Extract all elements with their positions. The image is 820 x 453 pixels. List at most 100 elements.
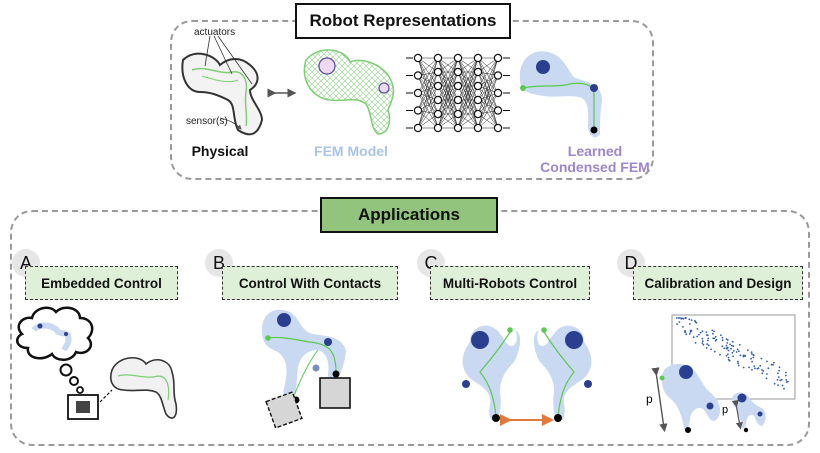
multi-robot-left-drawing	[462, 325, 521, 422]
nn-node	[473, 109, 483, 119]
scatter-point	[751, 360, 753, 363]
scatter-point	[721, 339, 724, 342]
nn-node	[453, 81, 463, 91]
nn-node	[433, 81, 443, 91]
scatter-point	[701, 340, 704, 343]
nn-node	[453, 67, 463, 77]
scatter-point	[773, 382, 776, 385]
nn-node	[453, 109, 463, 119]
robot-representations-title: Robot Representations	[295, 3, 511, 39]
scatter-point	[737, 364, 740, 367]
scatter-point	[737, 362, 739, 365]
scatter-point	[702, 343, 705, 346]
nn-node	[473, 67, 483, 77]
scatter-point	[783, 387, 785, 390]
scatter-point	[766, 373, 768, 375]
learned-label-line1: Learned	[567, 143, 623, 159]
scatter-point	[694, 320, 696, 322]
scatter-point	[713, 350, 716, 353]
scatter-point	[785, 381, 788, 383]
scatter-point	[748, 366, 750, 369]
scatter-point	[685, 317, 687, 319]
scatter-point	[761, 372, 764, 375]
scatter-point	[678, 321, 681, 323]
scatter-point	[712, 332, 714, 335]
scatter-point	[681, 317, 683, 320]
physical-robot-drawing	[181, 35, 264, 136]
embedded-physical-robot-drawing	[109, 357, 178, 419]
scatter-point	[676, 323, 678, 325]
scatter-point	[690, 329, 693, 332]
scatter-point	[725, 338, 728, 340]
scatter-point	[706, 343, 708, 345]
nn-node	[433, 123, 443, 133]
fem-model-drawing	[303, 49, 395, 135]
scatter-point	[781, 384, 784, 387]
scatter-point	[732, 345, 735, 347]
design-robot-large-drawing	[651, 364, 721, 433]
scatter-point	[752, 354, 755, 357]
scatter-point	[746, 349, 749, 352]
scatter-point	[732, 355, 735, 358]
scatter-point	[732, 350, 735, 352]
scatter-point	[711, 329, 714, 332]
scatter-point	[707, 337, 710, 340]
scatter-point	[770, 363, 773, 366]
app-c-label: Multi-Robots Control	[430, 266, 590, 300]
nn-node	[413, 88, 423, 98]
scatter-point	[761, 369, 763, 371]
scatter-point	[685, 333, 688, 336]
scatter-point	[729, 343, 731, 346]
nn-node	[493, 123, 503, 133]
neural-network-icon	[406, 53, 510, 133]
scatter-point	[731, 340, 734, 343]
nn-node	[413, 71, 423, 80]
scatter-point	[727, 353, 729, 356]
scatter-point	[714, 339, 717, 342]
scatter-point	[762, 370, 765, 372]
scatter-point	[751, 368, 753, 371]
scatter-point	[784, 374, 787, 377]
nn-node	[413, 106, 423, 115]
scatter-point	[699, 331, 702, 334]
thought-bubble	[15, 306, 94, 394]
scatter-point	[778, 366, 781, 369]
nn-node	[493, 53, 503, 63]
scatter-point	[742, 355, 745, 358]
scatter-point	[692, 336, 695, 339]
scatter-point	[725, 354, 728, 357]
scatter-point	[776, 378, 779, 381]
scatter-point	[688, 333, 691, 335]
scatter-point	[723, 347, 726, 350]
param-label-small: p	[722, 404, 729, 416]
scatter-point	[725, 344, 728, 347]
scatter-point	[689, 323, 691, 325]
scatter-point	[725, 347, 728, 350]
scatter-point	[721, 345, 724, 348]
scatter-point	[773, 361, 775, 364]
scatter-point	[765, 377, 768, 380]
scatter-point	[785, 379, 788, 381]
calibration-scatter-plot	[671, 314, 796, 400]
sensors-label: sensor(s)	[186, 116, 228, 127]
scatter-point	[731, 351, 734, 354]
scatter-point	[736, 348, 739, 351]
nn-node	[473, 53, 483, 63]
scatter-point	[778, 369, 780, 372]
scatter-point	[713, 337, 716, 340]
scatter-point	[728, 359, 731, 362]
actuators-label: actuators	[194, 27, 236, 38]
learned-condensed-fem-drawing	[519, 51, 602, 138]
contacts-robot-drawing	[262, 309, 351, 429]
scatter-point	[744, 354, 746, 357]
scatter-point	[714, 335, 717, 338]
scatter-point	[726, 346, 729, 349]
nn-node	[493, 71, 503, 80]
app-b-label: Control With Contacts	[222, 266, 398, 300]
nn-node	[433, 109, 443, 119]
nn-node	[473, 95, 483, 105]
scatter-point	[706, 339, 709, 342]
scatter-point	[777, 372, 779, 375]
scatter-point	[701, 330, 704, 333]
